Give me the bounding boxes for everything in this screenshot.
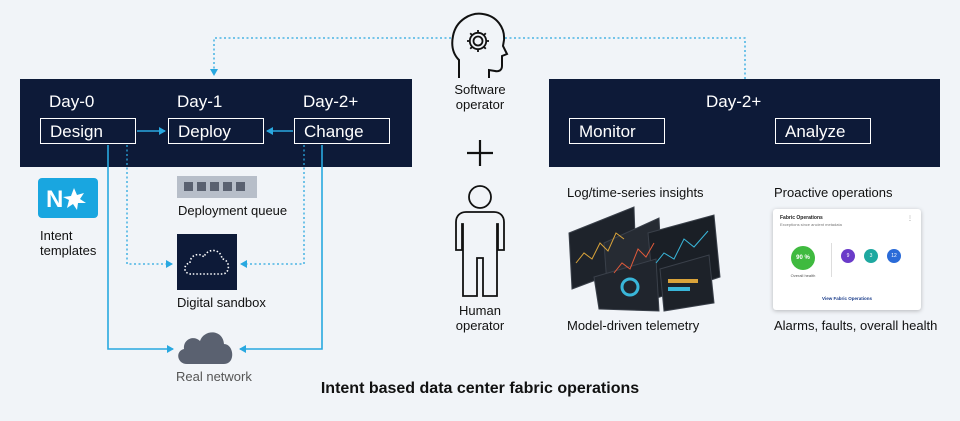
day2-label: Day-2+ [303, 92, 359, 111]
card-divider [831, 243, 832, 277]
change-to-network-line [239, 145, 323, 353]
analyze-box[interactable]: Analyze [775, 118, 871, 144]
svg-text:N: N [46, 186, 63, 213]
day0-label: Day-0 [49, 92, 95, 111]
design-box[interactable]: Design [40, 118, 136, 144]
deployment-queue-label: Deployment queue [178, 203, 288, 218]
intent-templates-label-2: templates [40, 243, 97, 258]
human-operator-icon [455, 185, 505, 297]
feedback-loop-line-left [210, 37, 451, 76]
card-subtitle: Exceptions since ancient metadata [780, 222, 842, 227]
intent-templates-logo: N [38, 178, 98, 218]
overall-health-circle: 90 % [791, 246, 815, 270]
change-to-sandbox-line [240, 145, 305, 268]
intent-templates-label-1: Intent [40, 228, 73, 243]
stat-circle-2: 3 [864, 249, 878, 263]
stat-circle-1: 9 [841, 249, 855, 263]
card-menu-icon[interactable]: ⋮ [907, 216, 913, 222]
monitor-box[interactable]: Monitor [569, 118, 665, 144]
human-operator-label-2: operator [455, 318, 505, 333]
digital-sandbox-icon [177, 234, 237, 290]
real-network-label: Real network [176, 369, 252, 384]
fabric-operations-card[interactable]: Fabric Operations Exceptions since ancie… [773, 209, 921, 310]
left-panel [20, 79, 412, 167]
telemetry-top-label: Log/time-series insights [567, 185, 704, 200]
stat-circle-3: 12 [887, 249, 901, 263]
card-title: Fabric Operations [780, 215, 823, 221]
right-day-label: Day-2+ [706, 92, 762, 111]
telemetry-dashboards-image [568, 206, 721, 312]
right-panel [549, 79, 940, 167]
proactive-bottom-label: Alarms, faults, overall health [774, 318, 938, 333]
software-operator-label-1: Software [454, 82, 506, 97]
software-operator-icon [451, 12, 509, 78]
overall-health-label: Overall health [790, 273, 816, 278]
feedback-loop-line [505, 37, 746, 79]
plus-icon [467, 140, 493, 166]
real-network-cloud-icon [178, 332, 233, 364]
day1-label: Day-1 [177, 92, 223, 111]
deployment-queue-icon [177, 176, 257, 198]
design-to-sandbox-line [126, 145, 173, 268]
view-fabric-operations-link[interactable]: View Fabric Operations [822, 296, 872, 301]
proactive-top-label: Proactive operations [774, 185, 893, 200]
deploy-box[interactable]: Deploy [168, 118, 264, 144]
software-operator-label-2: operator [455, 97, 505, 112]
telemetry-bottom-label: Model-driven telemetry [567, 318, 700, 333]
change-box[interactable]: Change [294, 118, 390, 144]
digital-sandbox-label: Digital sandbox [177, 295, 266, 310]
diagram-caption: Intent based data center fabric operatio… [320, 380, 640, 397]
design-to-network-line [107, 145, 174, 353]
human-operator-label-1: Human [459, 303, 501, 318]
